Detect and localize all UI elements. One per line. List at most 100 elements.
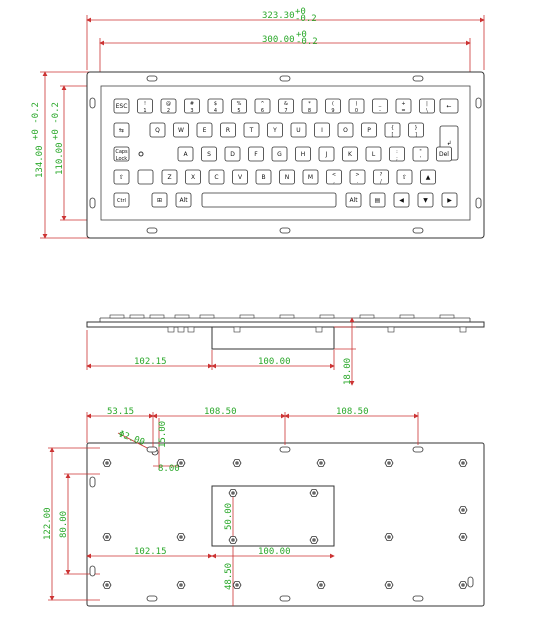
key-label: 3 (190, 108, 193, 114)
dim-top-inner-tol-up: +0 (296, 30, 307, 40)
key-label: ▶ (447, 197, 452, 204)
dim-side-height: 18.00 (343, 358, 353, 385)
key: N (279, 169, 295, 185)
key: R (220, 122, 236, 138)
key: (9 (325, 98, 341, 114)
key-label: K (348, 151, 353, 158)
key: }] (408, 122, 424, 138)
key: H (295, 146, 311, 162)
key-label: S (207, 151, 211, 158)
key: ⇆ (113, 122, 130, 138)
key-label: & (284, 101, 288, 107)
side-pcb-box (211, 326, 335, 350)
dim-bottom-left-low: 102.15 (134, 547, 167, 557)
key: ▤ (369, 192, 386, 208)
key-label: 0 (355, 108, 358, 114)
key-label: G (277, 151, 282, 158)
key-label: " (419, 149, 421, 155)
mount-nut (458, 533, 468, 541)
keyboard-panel (100, 85, 471, 221)
key-label: > (355, 172, 359, 178)
key-label: ) (356, 101, 358, 107)
key: W (173, 122, 189, 138)
bottom-slots (89, 446, 474, 602)
mount-nut (228, 489, 238, 497)
key-label: Ctrl (117, 198, 126, 204)
key-label: ⇧ (119, 174, 124, 181)
key: >. (349, 169, 366, 185)
key (201, 192, 337, 208)
key-label: , (333, 179, 335, 185)
key: ESC (113, 98, 130, 114)
key: _- (372, 98, 388, 114)
key: )0 (348, 98, 365, 114)
mount-nut (176, 581, 186, 589)
dim-top-overall-tol-dn: -0.2 (295, 14, 317, 24)
key: &7 (278, 98, 294, 114)
dim-top-overall: 323.30 (262, 11, 295, 21)
key-label: ▤ (375, 197, 381, 204)
key-label: } (414, 125, 417, 131)
dim-bottom-left-outer: 122.00 (43, 507, 53, 540)
key-label: ▲ (426, 174, 431, 181)
key: Del (436, 146, 452, 162)
key-label: ◀ (399, 197, 404, 204)
dim-bottom-top-right: 108.50 (336, 407, 369, 417)
key-label: N (285, 174, 290, 181)
key-label: ^ (260, 101, 264, 107)
key: ⇧ (113, 169, 130, 185)
key-label: $ (214, 101, 217, 107)
key-label: J (325, 151, 328, 158)
key-label: ⇧ (402, 174, 407, 181)
mount-nut (309, 489, 319, 497)
mount-nut (309, 536, 319, 544)
key: ◀ (393, 192, 410, 208)
key: Alt (175, 192, 192, 208)
key-label: Lock (116, 156, 128, 162)
mount-nut (458, 459, 468, 467)
dim-hole-small: 15.00 (158, 421, 168, 448)
mount-nut (228, 536, 238, 544)
key-label: # (190, 101, 194, 107)
key: ^6 (254, 98, 271, 114)
key: C (208, 169, 225, 185)
key-label: - (379, 108, 381, 114)
key-label: 8 (308, 108, 311, 114)
key-label: + (401, 101, 405, 107)
key-label: D (230, 151, 235, 158)
mount-nut (232, 459, 242, 467)
key: <, (326, 169, 342, 185)
dim-top-inner-tol-dn: -0.2 (296, 37, 318, 47)
key: Ctrl (113, 192, 130, 208)
bottom-view: 53.15 108.50 108.50 Φ2.00 15.00 8.00 122… (43, 407, 485, 607)
key-label: ! (144, 101, 146, 107)
key: ▲ (420, 169, 436, 185)
side-keycaps (109, 314, 455, 319)
dim-hole-offset: 8.00 (158, 464, 180, 474)
key: O (337, 122, 354, 138)
mount-nut (102, 581, 112, 589)
dim-bottom-center-h: 50.00 (224, 503, 234, 530)
key-label: A (183, 151, 188, 158)
key: #3 (184, 98, 200, 114)
key-label: Caps (115, 149, 128, 155)
dim-top-inner: 300.00 (262, 35, 295, 45)
mount-nut (102, 459, 112, 467)
dim-bottom-left-inner: 80.00 (59, 511, 69, 538)
key-label: \ (426, 108, 428, 114)
key: Alt (345, 192, 362, 208)
key-label: ? (380, 172, 383, 178)
key-label: { (391, 125, 394, 131)
key-label: L (372, 151, 376, 158)
key: += (395, 98, 412, 114)
key: Y (267, 122, 283, 138)
key-label: M (308, 174, 313, 181)
key: |\ (419, 98, 435, 114)
key: {[ (384, 122, 401, 138)
key: E (196, 122, 213, 138)
key: ▼ (417, 192, 434, 208)
mount-nut (384, 533, 394, 541)
key-label: % (237, 101, 242, 107)
key: V (232, 169, 248, 185)
